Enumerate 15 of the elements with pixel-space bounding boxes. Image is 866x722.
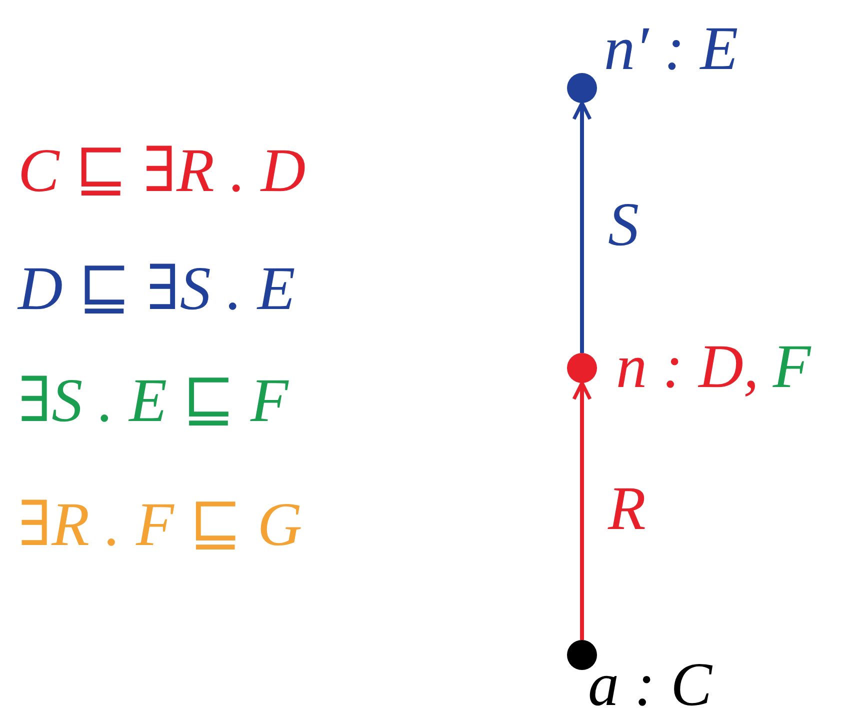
axiom-text: D ⊑ ∃S . E: [18, 258, 296, 320]
axiom-text: ∃S . E ⊑ F: [18, 370, 288, 432]
axiom-text: C ⊑ ∃R . D: [18, 140, 306, 202]
arrow: [572, 101, 592, 353]
node-label: n′ : E: [604, 18, 738, 80]
edge-label: S: [608, 194, 639, 256]
arrow: [572, 381, 592, 640]
dot: [567, 640, 597, 670]
dot: [567, 73, 597, 103]
dot: [567, 353, 597, 383]
edge-label: R: [608, 478, 646, 540]
node-label: n : D,: [616, 336, 759, 398]
node-label: a : C: [588, 654, 712, 716]
axiom-text: ∃R . F ⊑ G: [18, 494, 302, 556]
node-label: F: [772, 336, 811, 398]
